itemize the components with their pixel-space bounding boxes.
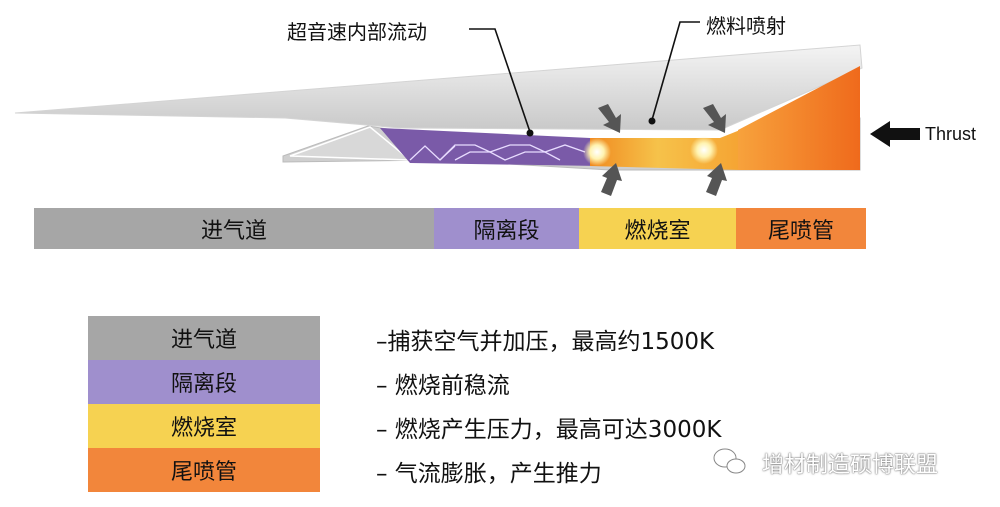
- legend-inlet-swatch: 进气道: [88, 316, 320, 360]
- band-combustor: 燃烧室: [579, 208, 736, 249]
- isolator-section: [380, 128, 600, 166]
- fuel-injection-label: 燃料喷射: [706, 14, 786, 38]
- forebody-upper: [14, 44, 863, 131]
- leader-dot-1: [526, 129, 534, 137]
- band-inlet: 进气道: [34, 208, 434, 249]
- legend-nozzle-swatch: 尾喷管: [88, 448, 320, 492]
- fuel-arrow-icons: [598, 104, 727, 196]
- legend-combustor-swatch: 燃烧室: [88, 404, 320, 448]
- watermark-text: 增材制造硕博联盟: [762, 453, 939, 478]
- band-isolator: 隔离段: [434, 208, 579, 249]
- legend-nozzle-desc: – 气流膨胀，产生推力: [376, 461, 602, 487]
- thrust-label: Thrust: [925, 124, 977, 144]
- wechat-icon: [713, 448, 746, 474]
- injection-glow-1: [583, 138, 611, 166]
- legend-isolator-swatch: 隔离段: [88, 360, 320, 404]
- leader-dot-2: [648, 117, 656, 125]
- nozzle-section: [738, 66, 860, 170]
- fuel-leader-line: [651, 21, 700, 121]
- hexagon-pattern: [409, 144, 586, 161]
- legend-isolator-desc: – 燃烧前稳流: [376, 373, 510, 399]
- legend-combustor-desc: – 燃烧产生压力，最高可达3000K: [376, 417, 722, 443]
- injection-glow-2: [690, 136, 718, 164]
- intake-wedge: [289, 126, 413, 161]
- legend-inlet-desc: –捕获空气并加压，最高约1500K: [376, 329, 715, 355]
- band-nozzle: 尾喷管: [736, 208, 866, 249]
- thrust-arrow-icon: [870, 121, 920, 147]
- supersonic-leader-line: [469, 28, 531, 133]
- supersonic-flow-label: 超音速内部流动: [287, 20, 427, 44]
